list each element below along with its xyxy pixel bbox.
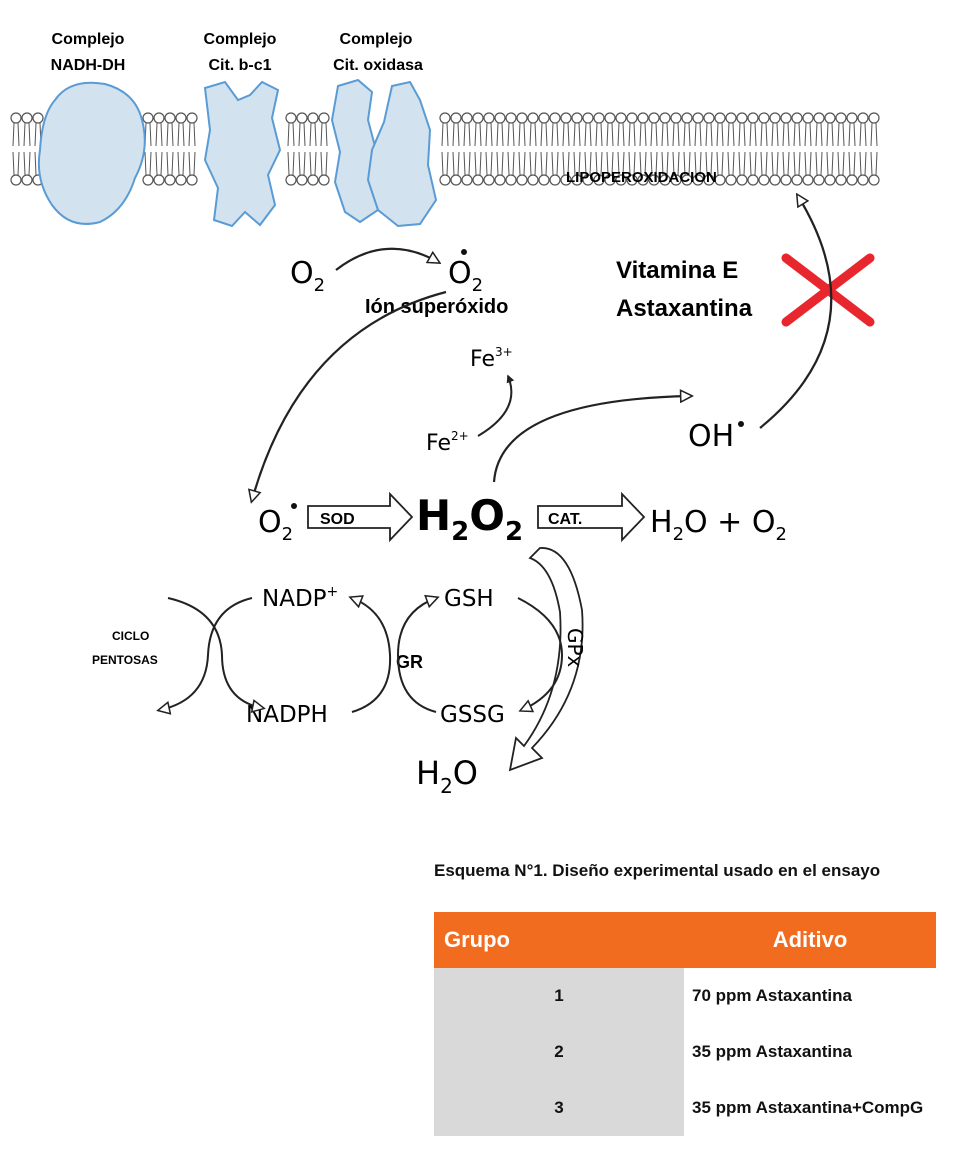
cat-enzyme-label: CAT.	[548, 511, 582, 528]
radical-dot-icon	[291, 503, 297, 509]
complex1-title: Complejo	[52, 31, 125, 48]
pentose-to-nadp-arrow	[167, 597, 262, 708]
hydroxyl-radical-label: OH	[688, 419, 734, 454]
sod-enzyme-label: SOD	[320, 511, 355, 528]
superoxide-substrate-label: O2	[258, 505, 293, 545]
water-product-label: H2O	[416, 754, 478, 798]
complex1-name: NADH-DH	[51, 57, 126, 74]
aditivo-cell: 70 ppm Astaxantina	[684, 968, 936, 1024]
grupo-cell: 1	[434, 968, 684, 1024]
hydroxyl-to-lipoperoxidation-arrow	[759, 196, 833, 429]
gssg-label: GSSG	[440, 702, 505, 728]
cit-bc1-complex-shape	[203, 80, 282, 228]
superoxide-label: Ión superóxido	[365, 296, 508, 318]
complex3-title: Complejo	[340, 31, 413, 48]
table-header-row: Grupo Aditivo	[434, 912, 936, 968]
gpx-enzyme-label: GPx	[563, 628, 587, 668]
oxidative-stress-diagram: Complejo NADH-DH Complejo Cit. b-c1 Comp…	[10, 31, 880, 798]
complex2-title: Complejo	[204, 31, 277, 48]
superoxide-to-dismutation-arrow	[252, 290, 447, 500]
experimental-design-table: Grupo Aditivo 1 70 ppm Astaxantina 2 35 …	[434, 912, 936, 1136]
grupo-cell: 2	[434, 1024, 684, 1080]
antioxidant-astaxantina: Astaxantina	[616, 295, 753, 322]
o2-to-superoxide-arrow	[335, 247, 438, 271]
fe3-label: Fe3+	[470, 345, 513, 372]
complex2-name: Cit. b-c1	[208, 57, 271, 74]
radical-dot-icon	[461, 249, 467, 255]
fe-redox-arrow	[477, 374, 515, 437]
pentose-cycle-line2: PENTOSAS	[92, 653, 158, 667]
fe2-label: Fe2+	[426, 429, 469, 456]
sod-reaction-arrow	[307, 491, 414, 543]
lipid-bilayer	[10, 112, 880, 186]
gr-enzyme-label: GR	[396, 652, 423, 672]
catalase-products-label: H2O + O2	[650, 505, 787, 545]
antioxidant-vitamin-e: Vitamina E	[616, 257, 738, 284]
table-row: 1 70 ppm Astaxantina	[434, 968, 936, 1024]
block-cross-icon	[781, 253, 875, 327]
gsh-to-gssg-arrow	[517, 597, 564, 710]
nadp-to-pentose-arrow	[160, 597, 253, 710]
nadp-label: NADP+	[262, 584, 338, 612]
nadph-to-nadp-arrow	[352, 598, 392, 713]
table-row: 3 35 ppm Astaxantina+CompG	[434, 1080, 936, 1136]
gpx-reaction-arrow	[508, 547, 584, 772]
table-caption: Esquema N°1. Diseño experimental usado e…	[434, 861, 881, 880]
gssg-to-gsh-arrow	[396, 598, 436, 713]
hydrogen-peroxide-label: H2O2	[416, 491, 523, 547]
gsh-label: GSH	[444, 586, 494, 612]
nadph-label: NADPH	[246, 702, 328, 728]
aditivo-cell: 35 ppm Astaxantina	[684, 1024, 936, 1080]
complex3-name: Cit. oxidasa	[333, 57, 423, 74]
aditivo-cell: 35 ppm Astaxantina+CompG	[684, 1080, 936, 1136]
superoxide-radical-label: O2	[448, 256, 483, 296]
grupo-cell: 3	[434, 1080, 684, 1136]
radical-dot-icon	[738, 421, 744, 427]
header-aditivo: Aditivo	[684, 912, 936, 968]
fenton-reaction-arrow	[492, 396, 690, 483]
cit-oxidase-complex-shape-b	[366, 80, 438, 228]
lipoperoxidation-label: LIPOPEROXIDACION	[566, 169, 717, 186]
oxygen-label: O2	[290, 256, 325, 296]
header-grupo: Grupo	[434, 912, 684, 968]
pentose-cycle-line1: CICLO	[112, 629, 149, 643]
cat-reaction-arrow	[537, 491, 646, 543]
table-row: 2 35 ppm Astaxantina	[434, 1024, 936, 1080]
nadh-dh-complex-shape	[37, 81, 146, 225]
